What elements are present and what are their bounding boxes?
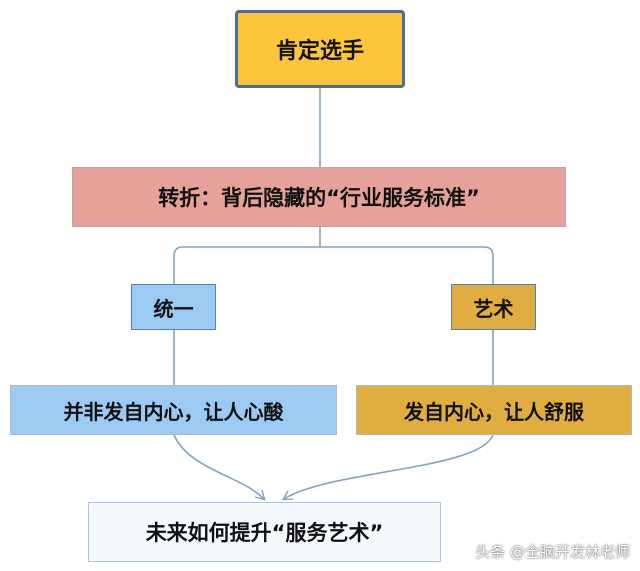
node-unified: 统一: [131, 284, 216, 330]
node-turning-point: 转折：背后隐藏的“行业服务标准”: [72, 167, 566, 227]
node-not-from-heart-label: 并非发自内心，让人心酸: [63, 399, 284, 424]
node-art-label: 艺术: [473, 296, 514, 321]
node-turning-point-label: 转折：背后隐藏的“行业服务标准”: [158, 186, 480, 210]
node-not-from-heart: 并非发自内心，让人心酸: [10, 385, 337, 435]
node-unified-label: 统一: [153, 296, 194, 321]
connector-branch: [173, 246, 494, 284]
node-affirm-player: 肯定选手: [235, 10, 405, 88]
node-future-service-art-label: 未来如何提升“服务艺术”: [145, 521, 384, 545]
node-from-heart-label: 发自内心，让人舒服: [404, 399, 584, 424]
watermark: 头条 @全脑开发林老师: [475, 543, 630, 561]
node-art: 艺术: [451, 284, 536, 330]
arrow-right-to-bottom: [284, 434, 494, 499]
node-affirm-player-label: 肯定选手: [275, 39, 364, 64]
node-future-service-art: 未来如何提升“服务艺术”: [88, 502, 441, 562]
node-from-heart: 发自内心，让人舒服: [356, 385, 632, 435]
arrow-left-to-bottom: [173, 434, 264, 499]
